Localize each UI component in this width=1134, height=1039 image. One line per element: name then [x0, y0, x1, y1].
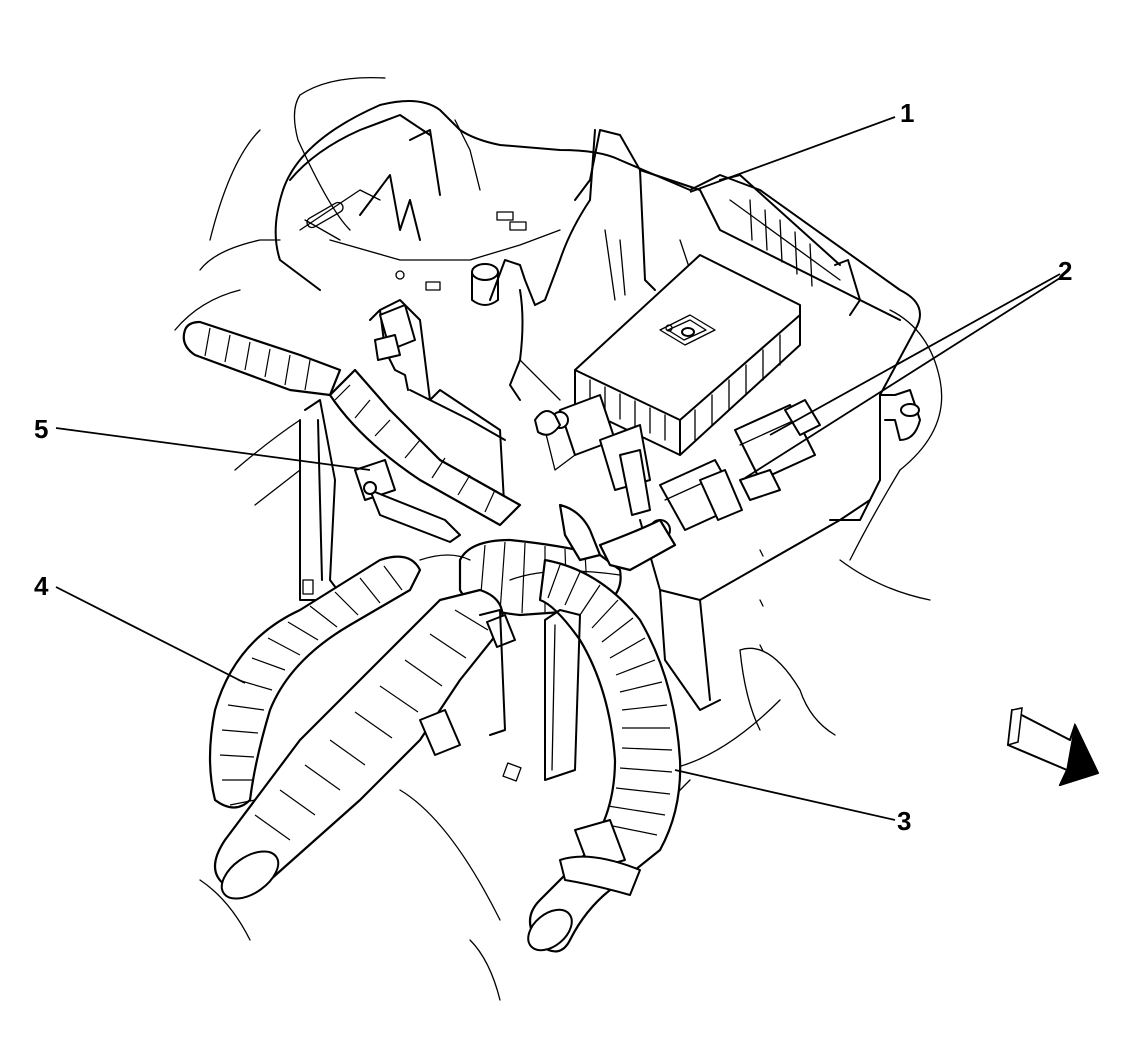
callout-1: 1	[900, 98, 914, 128]
control-module	[544, 254, 801, 516]
leader-line-4	[55, 586, 246, 684]
leader-line-1	[689, 116, 896, 193]
leader-line-5	[55, 427, 371, 471]
lower-right-harness	[479, 558, 682, 953]
console-bracket	[274, 100, 921, 711]
callout-3: 3	[897, 806, 911, 836]
callout-2: 2	[1058, 256, 1072, 286]
leader-line-2b	[744, 277, 1061, 479]
leader-lines	[55, 116, 1061, 821]
front-direction-arrow-icon	[1007, 707, 1100, 787]
upper-harness	[182, 304, 522, 543]
leader-line-3	[674, 769, 896, 821]
callout-5: 5	[34, 414, 48, 444]
lower-left-harness	[208, 555, 516, 900]
callout-4: 4	[34, 571, 49, 601]
leader-line-2a	[769, 273, 1061, 436]
